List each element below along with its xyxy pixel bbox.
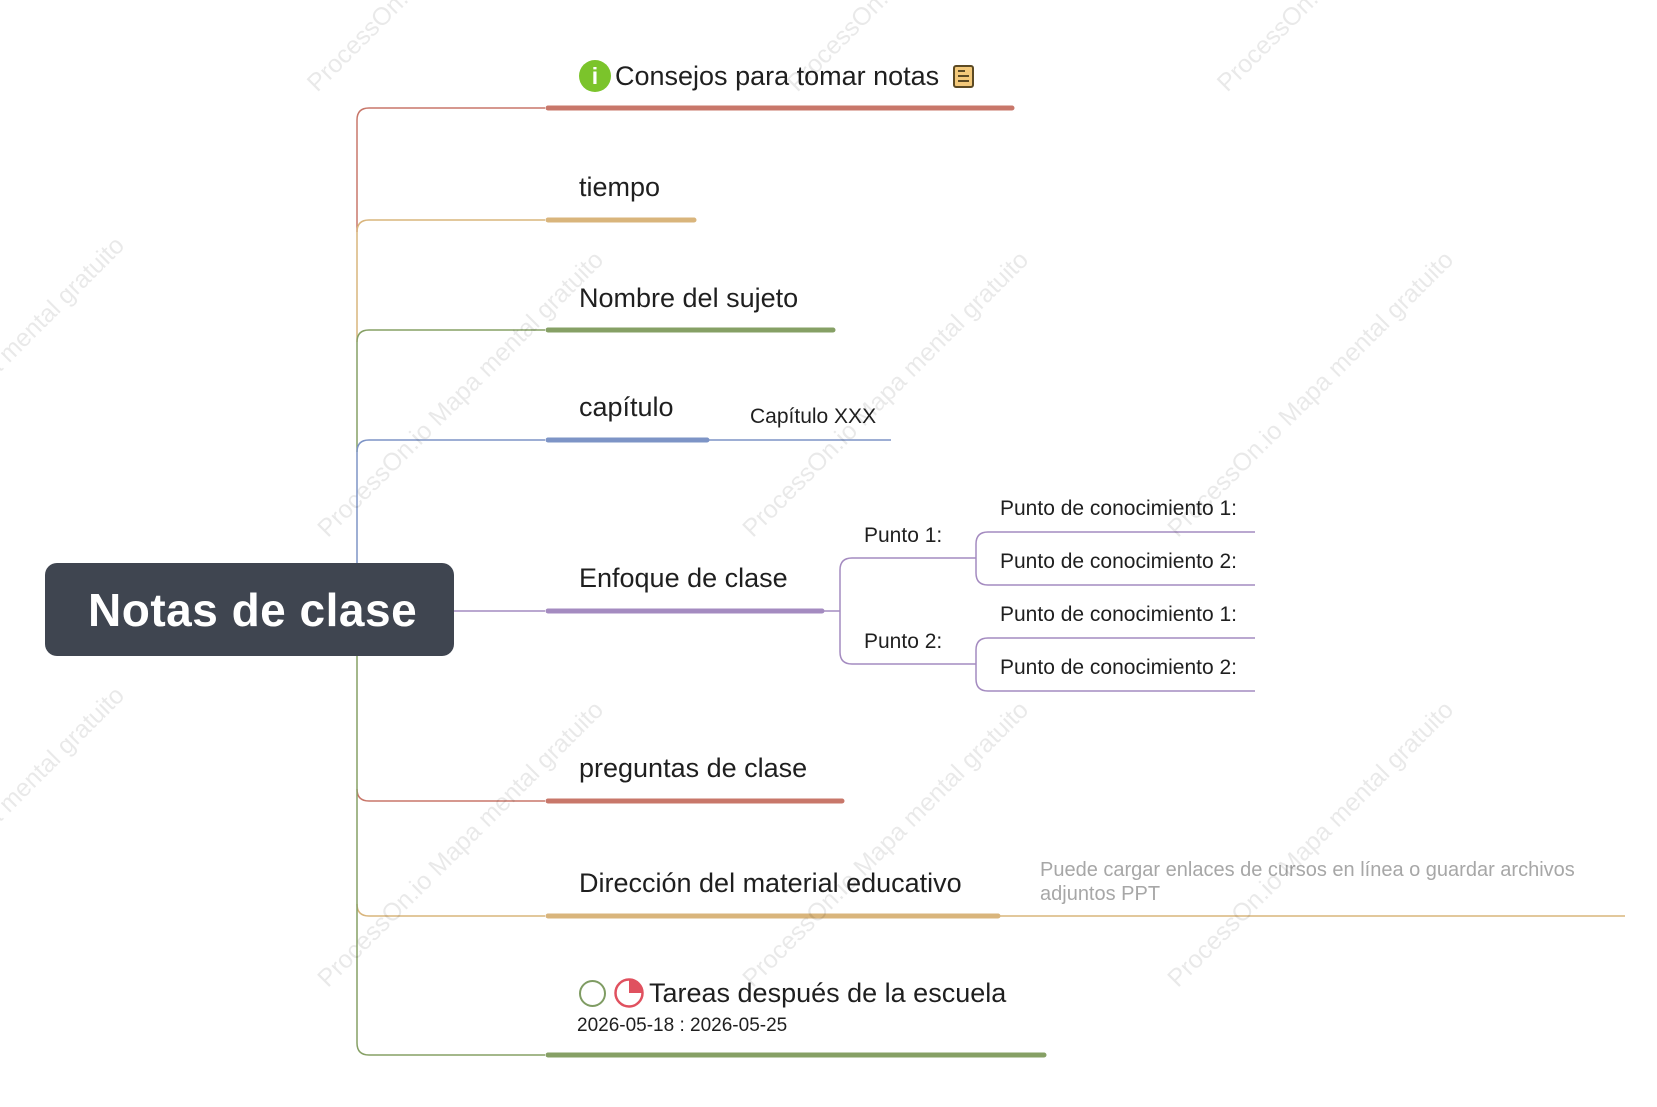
subtopic-punto-2-conocimiento-2[interactable]: Punto de conocimiento 2: [1000, 656, 1237, 679]
topic-sujeto[interactable]: Nombre del sujeto [579, 282, 798, 314]
progress-quarter-icon[interactable] [613, 977, 645, 1009]
subtopic-punto-2[interactable]: Punto 2: [864, 630, 943, 653]
topic-tiempo-label: tiempo [579, 172, 661, 202]
topic-tiempo[interactable]: tiempo [579, 171, 660, 203]
topic-consejos-label: Consejos para tomar notas [615, 61, 940, 91]
info-icon: i [579, 60, 611, 92]
topic-capitulo-label: capítulo [579, 392, 674, 422]
topic-sujeto-label: Nombre del sujeto [579, 283, 799, 313]
subtopic-punto-1[interactable]: Punto 1: [864, 524, 943, 547]
subtopic-punto-1-conocimiento-1[interactable]: Punto de conocimiento 1: [1000, 497, 1237, 520]
root-topic-label: Notas de clase [88, 583, 418, 636]
topic-capitulo[interactable]: capítulo [579, 391, 674, 423]
topic-tareas[interactable]: Tareas después de la escuela [579, 977, 1006, 1009]
topic-tareas-dates: 2026-05-18 : 2026-05-25 [577, 1015, 788, 1036]
progress-empty-icon[interactable] [579, 979, 606, 1007]
topic-preguntas[interactable]: preguntas de clase [579, 752, 807, 784]
topic-tareas-label: Tareas después de la escuela [649, 978, 1007, 1008]
topic-direccion[interactable]: Dirección del material educativo [579, 867, 962, 899]
subtopic-punto-1-conocimiento-2[interactable]: Punto de conocimiento 2: [1000, 550, 1237, 573]
subtopic-punto-2-conocimiento-1[interactable]: Punto de conocimiento 1: [1000, 603, 1237, 626]
topic-preguntas-label: preguntas de clase [579, 753, 808, 783]
topic-direccion-note: Puede cargar enlaces de cursos en línea … [1040, 859, 1575, 905]
topic-direccion-label: Dirección del material educativo [579, 868, 962, 898]
subtopic-capitulo-xxx[interactable]: Capítulo XXX [750, 405, 877, 428]
root-topic[interactable]: Notas de clase [45, 563, 454, 656]
note-icon[interactable] [953, 64, 975, 88]
topic-enfoque[interactable]: Enfoque de clase [579, 562, 788, 594]
topic-consejos[interactable]: i Consejos para tomar notas [579, 60, 975, 92]
topic-enfoque-label: Enfoque de clase [579, 563, 788, 593]
